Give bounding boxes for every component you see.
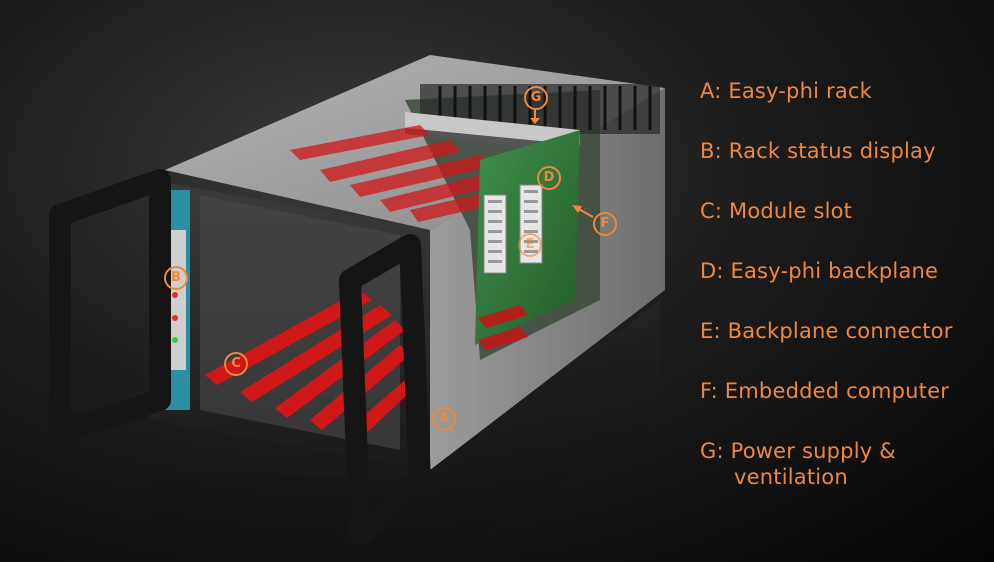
legend-item-a: A: Easy-phi rack xyxy=(700,79,873,103)
marker-b: B xyxy=(164,266,188,290)
marker-d: D xyxy=(537,166,561,190)
legend-item-g: G: Power supply & ventilation xyxy=(700,438,990,490)
marker-e: E xyxy=(518,233,542,257)
left-handle xyxy=(49,169,171,441)
power-supply-rail xyxy=(405,112,580,145)
floor-reflection xyxy=(150,300,660,560)
marker-g: G xyxy=(524,86,548,110)
status-led-green xyxy=(172,337,178,343)
status-led-red xyxy=(172,292,178,298)
status-led-red-2 xyxy=(172,315,178,321)
legend-item-g-line1: G: Power supply & xyxy=(700,439,896,463)
lower-modules xyxy=(478,305,528,350)
legend-item-e: E: Backplane connector xyxy=(700,319,953,343)
legend-item-f: F: Embedded computer xyxy=(700,379,950,403)
legend-item-c: C: Module slot xyxy=(700,199,853,223)
marker-c: C xyxy=(224,352,248,376)
right-handle xyxy=(339,234,431,546)
marker-f: F xyxy=(593,212,617,236)
legend-item-g-line2: ventilation xyxy=(734,465,848,489)
legend-item-d: D: Easy-phi backplane xyxy=(700,259,939,283)
legend: A: Easy-phi rack B: Rack status display … xyxy=(700,78,990,524)
marker-a: A xyxy=(432,407,456,431)
embedded-computer-pointer xyxy=(572,205,594,218)
legend-item-b: B: Rack status display xyxy=(700,139,936,163)
